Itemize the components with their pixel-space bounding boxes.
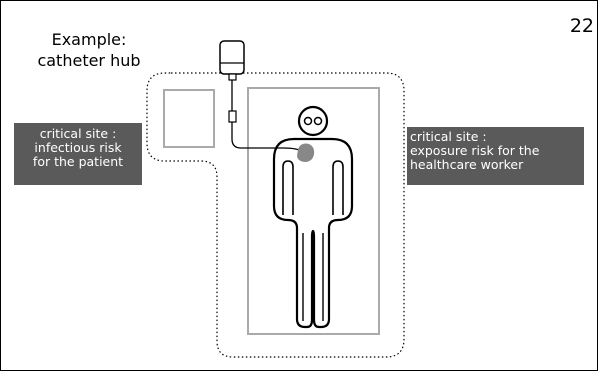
label-patient-line-3: for the patient [32,154,124,169]
title-line-1: Example: [51,30,127,49]
label-patient-line-2: infectious risk [34,140,122,155]
label-patient-line-1: critical site : [39,126,117,141]
example-title: Example: catheter hub [19,29,159,71]
iv-bag-icon [219,40,245,81]
iv-tubing [231,80,305,153]
label-patient-risk: critical site : infectious risk for the … [14,123,142,185]
label-worker-risk: critical site : exposure risk for the he… [407,127,584,185]
label-worker-line-2: exposure risk for the [410,143,540,158]
catheter-hub [228,110,237,123]
slide-number: 22 [569,15,594,37]
patient-figure-icon [272,105,354,329]
bed-outline [247,87,380,335]
small-square [163,89,215,148]
critical-zone-boundary [146,72,405,358]
title-line-2: catheter hub [37,51,141,70]
insertion-site-blob [297,143,315,162]
label-worker-line-1: critical site : [410,129,487,144]
label-worker-line-3: healthcare worker [410,157,524,172]
